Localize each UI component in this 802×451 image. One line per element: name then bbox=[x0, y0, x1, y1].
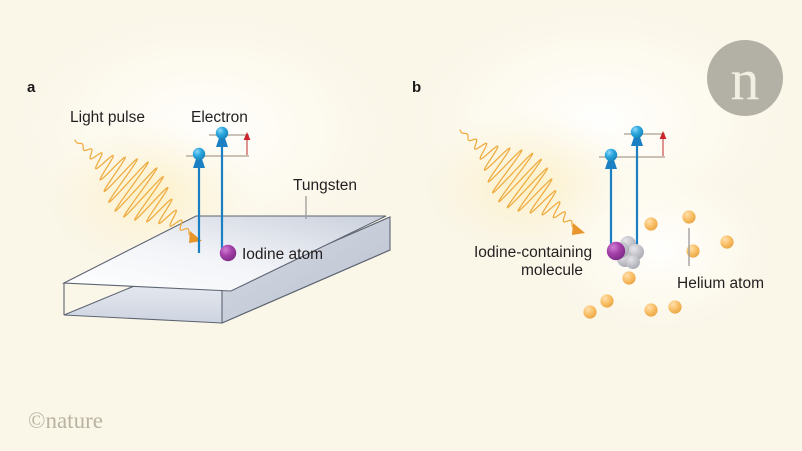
energy-gap-arrowhead-a bbox=[243, 132, 251, 140]
helium-atom bbox=[686, 244, 700, 258]
helium-atom bbox=[622, 271, 636, 285]
helium-atom bbox=[600, 294, 614, 308]
electron-low-a bbox=[192, 147, 206, 161]
electron-high-a bbox=[215, 126, 229, 140]
panel-b-letter: b bbox=[412, 79, 421, 96]
label-molecule-line2: molecule bbox=[521, 262, 583, 279]
light-pulse-b-wave bbox=[459, 129, 581, 232]
light-pulse-b bbox=[459, 129, 585, 235]
label-tungsten: Tungsten bbox=[293, 177, 357, 194]
helium-atom bbox=[682, 210, 696, 224]
nature-logo-circle bbox=[707, 40, 783, 116]
light-pulse-b-arrowhead bbox=[572, 223, 585, 235]
energy-gap-arrowhead-b bbox=[659, 131, 667, 139]
label-iodine-atom: Iodine atom bbox=[242, 246, 323, 263]
helium-atom bbox=[668, 300, 682, 314]
helium-atom bbox=[720, 235, 734, 249]
label-helium-atom: Helium atom bbox=[677, 275, 764, 292]
electron-high-b bbox=[630, 125, 644, 139]
nature-wordmark: ©nature bbox=[28, 408, 103, 433]
helium-atom bbox=[583, 305, 597, 319]
helium-atom-group bbox=[583, 210, 734, 319]
molecule-atom bbox=[626, 255, 640, 269]
electron-low-b bbox=[604, 148, 618, 162]
molecule-iodine-atom bbox=[606, 241, 626, 261]
nature-logo-letter: n bbox=[731, 47, 760, 112]
panel-a-letter: a bbox=[27, 79, 36, 96]
label-light-pulse: Light pulse bbox=[70, 109, 145, 126]
iodine-containing-molecule bbox=[606, 236, 644, 269]
helium-atom bbox=[644, 303, 658, 317]
energy-diagram-b bbox=[599, 125, 667, 249]
label-electron: Electron bbox=[191, 109, 248, 126]
iodine-atom-a bbox=[219, 244, 237, 262]
light-pulse-a-wave bbox=[74, 139, 198, 240]
energy-diagram-a bbox=[186, 126, 251, 253]
label-molecule-line1: Iodine-containing bbox=[474, 244, 592, 261]
gas-glow-b bbox=[530, 155, 790, 345]
helium-atom bbox=[644, 217, 658, 231]
